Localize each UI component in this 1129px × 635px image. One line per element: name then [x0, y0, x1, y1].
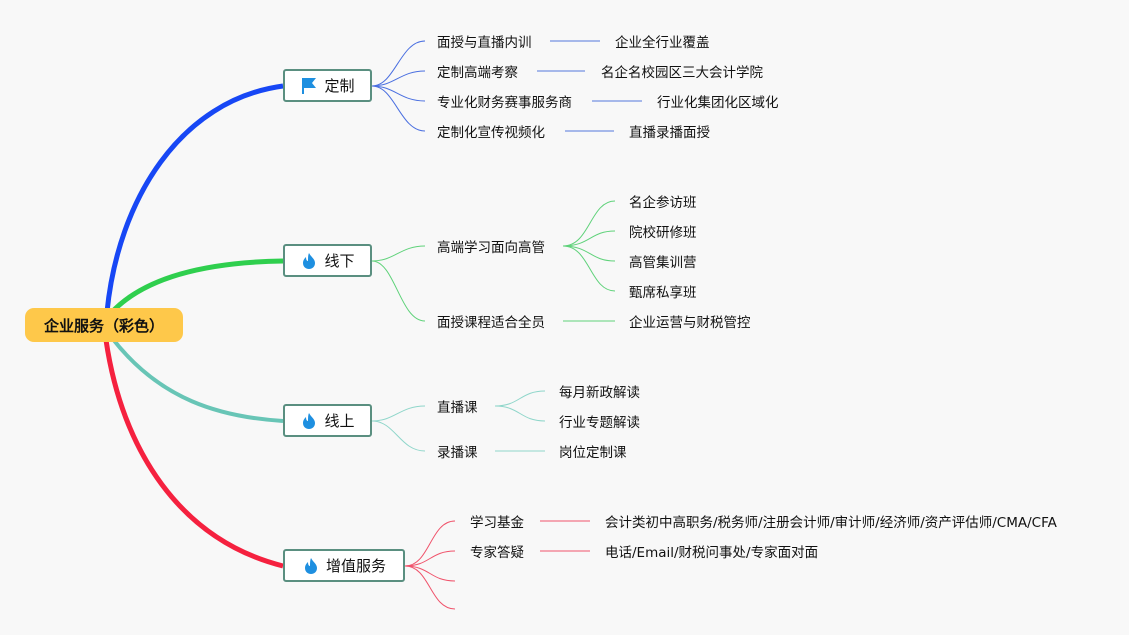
leaf-node[interactable]: 行业化集团化区域化: [657, 95, 779, 111]
fire-icon: [303, 412, 316, 429]
branch-label: 增值服务: [325, 557, 386, 575]
topic-node[interactable]: 专家答疑: [470, 545, 524, 561]
leaf-node[interactable]: 高管集训营: [629, 255, 697, 271]
leaf-node[interactable]: 岗位定制课: [559, 445, 627, 461]
leaf-node[interactable]: 直播录播面授: [629, 125, 710, 141]
leaf-node[interactable]: 企业运营与财税管控: [629, 315, 751, 331]
branch-value-added[interactable]: 增值服务: [283, 549, 405, 582]
topic-node[interactable]: 直播课: [437, 400, 478, 416]
root-node[interactable]: 企业服务（彩色）: [25, 308, 183, 342]
leaf-node[interactable]: 甄席私享班: [629, 285, 697, 301]
leaf-node[interactable]: 名企参访班: [629, 195, 697, 211]
topic-node[interactable]: 面授与直播内训: [437, 35, 532, 51]
leaf-node[interactable]: 每月新政解读: [559, 385, 640, 401]
topic-node[interactable]: 学习基金: [470, 515, 524, 531]
fire-icon: [303, 252, 316, 269]
flag-icon: [302, 77, 317, 94]
leaf-node[interactable]: 企业全行业覆盖: [615, 35, 710, 51]
leaf-node[interactable]: 电话/Email/财税问事处/专家面对面: [605, 545, 819, 561]
branch-custom[interactable]: 定制: [283, 69, 372, 102]
leaf-node[interactable]: 行业专题解读: [559, 415, 640, 431]
fire-icon: [304, 557, 317, 574]
leaf-node[interactable]: 名企名校园区三大会计学院: [601, 65, 763, 81]
root-label: 企业服务（彩色）: [43, 316, 164, 335]
leaf-node[interactable]: 院校研修班: [629, 225, 697, 241]
topic-node[interactable]: 高端学习面向高管: [437, 240, 545, 256]
topic-node[interactable]: 录播课: [437, 445, 478, 461]
branch-online[interactable]: 线上: [283, 404, 372, 437]
topic-node[interactable]: 专业化财务赛事服务商: [437, 95, 572, 111]
branch-label: 线下: [324, 252, 355, 270]
topic-node[interactable]: 定制高端考察: [437, 65, 518, 81]
topic-node[interactable]: 面授课程适合全员: [437, 315, 545, 331]
topic-node[interactable]: 定制化宣传视频化: [437, 125, 545, 141]
branch-label: 定制: [324, 77, 355, 95]
branch-label: 线上: [324, 412, 355, 430]
branch-offline[interactable]: 线下: [283, 244, 372, 277]
leaf-node[interactable]: 会计类初中高职务/税务师/注册会计师/审计师/经济师/资产评估师/CMA/CFA: [605, 515, 1057, 531]
